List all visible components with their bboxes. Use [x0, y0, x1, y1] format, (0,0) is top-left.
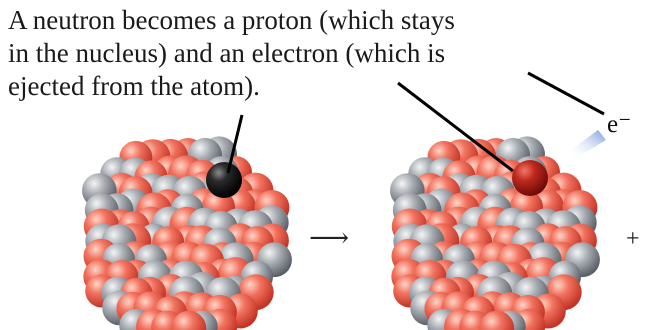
caption-line-2: in the nucleus) and an electron (which i…: [8, 38, 446, 68]
pointer-line-neutron: [226, 114, 244, 174]
plus-sign: +: [626, 226, 640, 252]
caption: A neutron becomes a proton (which stays …: [8, 4, 455, 103]
decaying-neutron: [206, 162, 242, 198]
nucleus-after: [390, 136, 600, 330]
caption-line-3: ejected from the atom).: [8, 71, 260, 101]
proton-sphere: [171, 310, 207, 330]
caption-line-1: A neutron becomes a proton (which stays: [8, 5, 455, 35]
electron-label: e⁻: [607, 111, 632, 138]
reaction-arrow: ⟶: [309, 223, 350, 254]
pointer-line-proton: [397, 81, 514, 173]
new-proton: [512, 160, 548, 196]
nucleus-before: [82, 136, 292, 330]
pointer-line-electron: [527, 71, 605, 116]
electron-trail: [571, 130, 606, 158]
proton-sphere: [479, 310, 515, 330]
